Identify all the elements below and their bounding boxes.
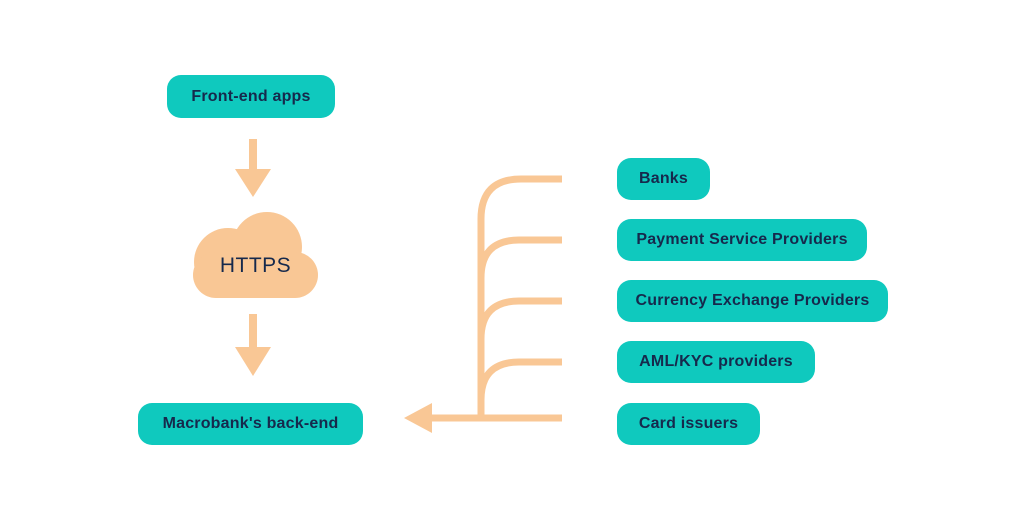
node-front-end-apps: Front-end apps [167, 75, 335, 118]
node-banks: Banks [617, 158, 710, 200]
branch-banks [477, 175, 562, 418]
left-arrow-icon [404, 403, 432, 433]
down-arrow-icon [235, 139, 271, 197]
node-card-issuers: Card issuers [617, 403, 760, 445]
provider-branch-tree [404, 175, 562, 433]
https-cloud-label: HTTPS [219, 254, 292, 277]
node-currency-exchange-providers: Currency Exchange Providers [617, 280, 888, 322]
node-macrobank-back-end: Macrobank's back-end [138, 403, 363, 445]
branch-payment-service-providers [477, 236, 562, 279]
cloud-icon [193, 212, 318, 298]
node-payment-service-providers: Payment Service Providers [617, 219, 867, 261]
down-arrow-icon [235, 314, 271, 376]
branch-currency-exchange-providers [477, 297, 562, 340]
node-aml-kyc-providers: AML/KYC providers [617, 341, 815, 383]
branch-aml-kyc-providers [477, 358, 562, 401]
